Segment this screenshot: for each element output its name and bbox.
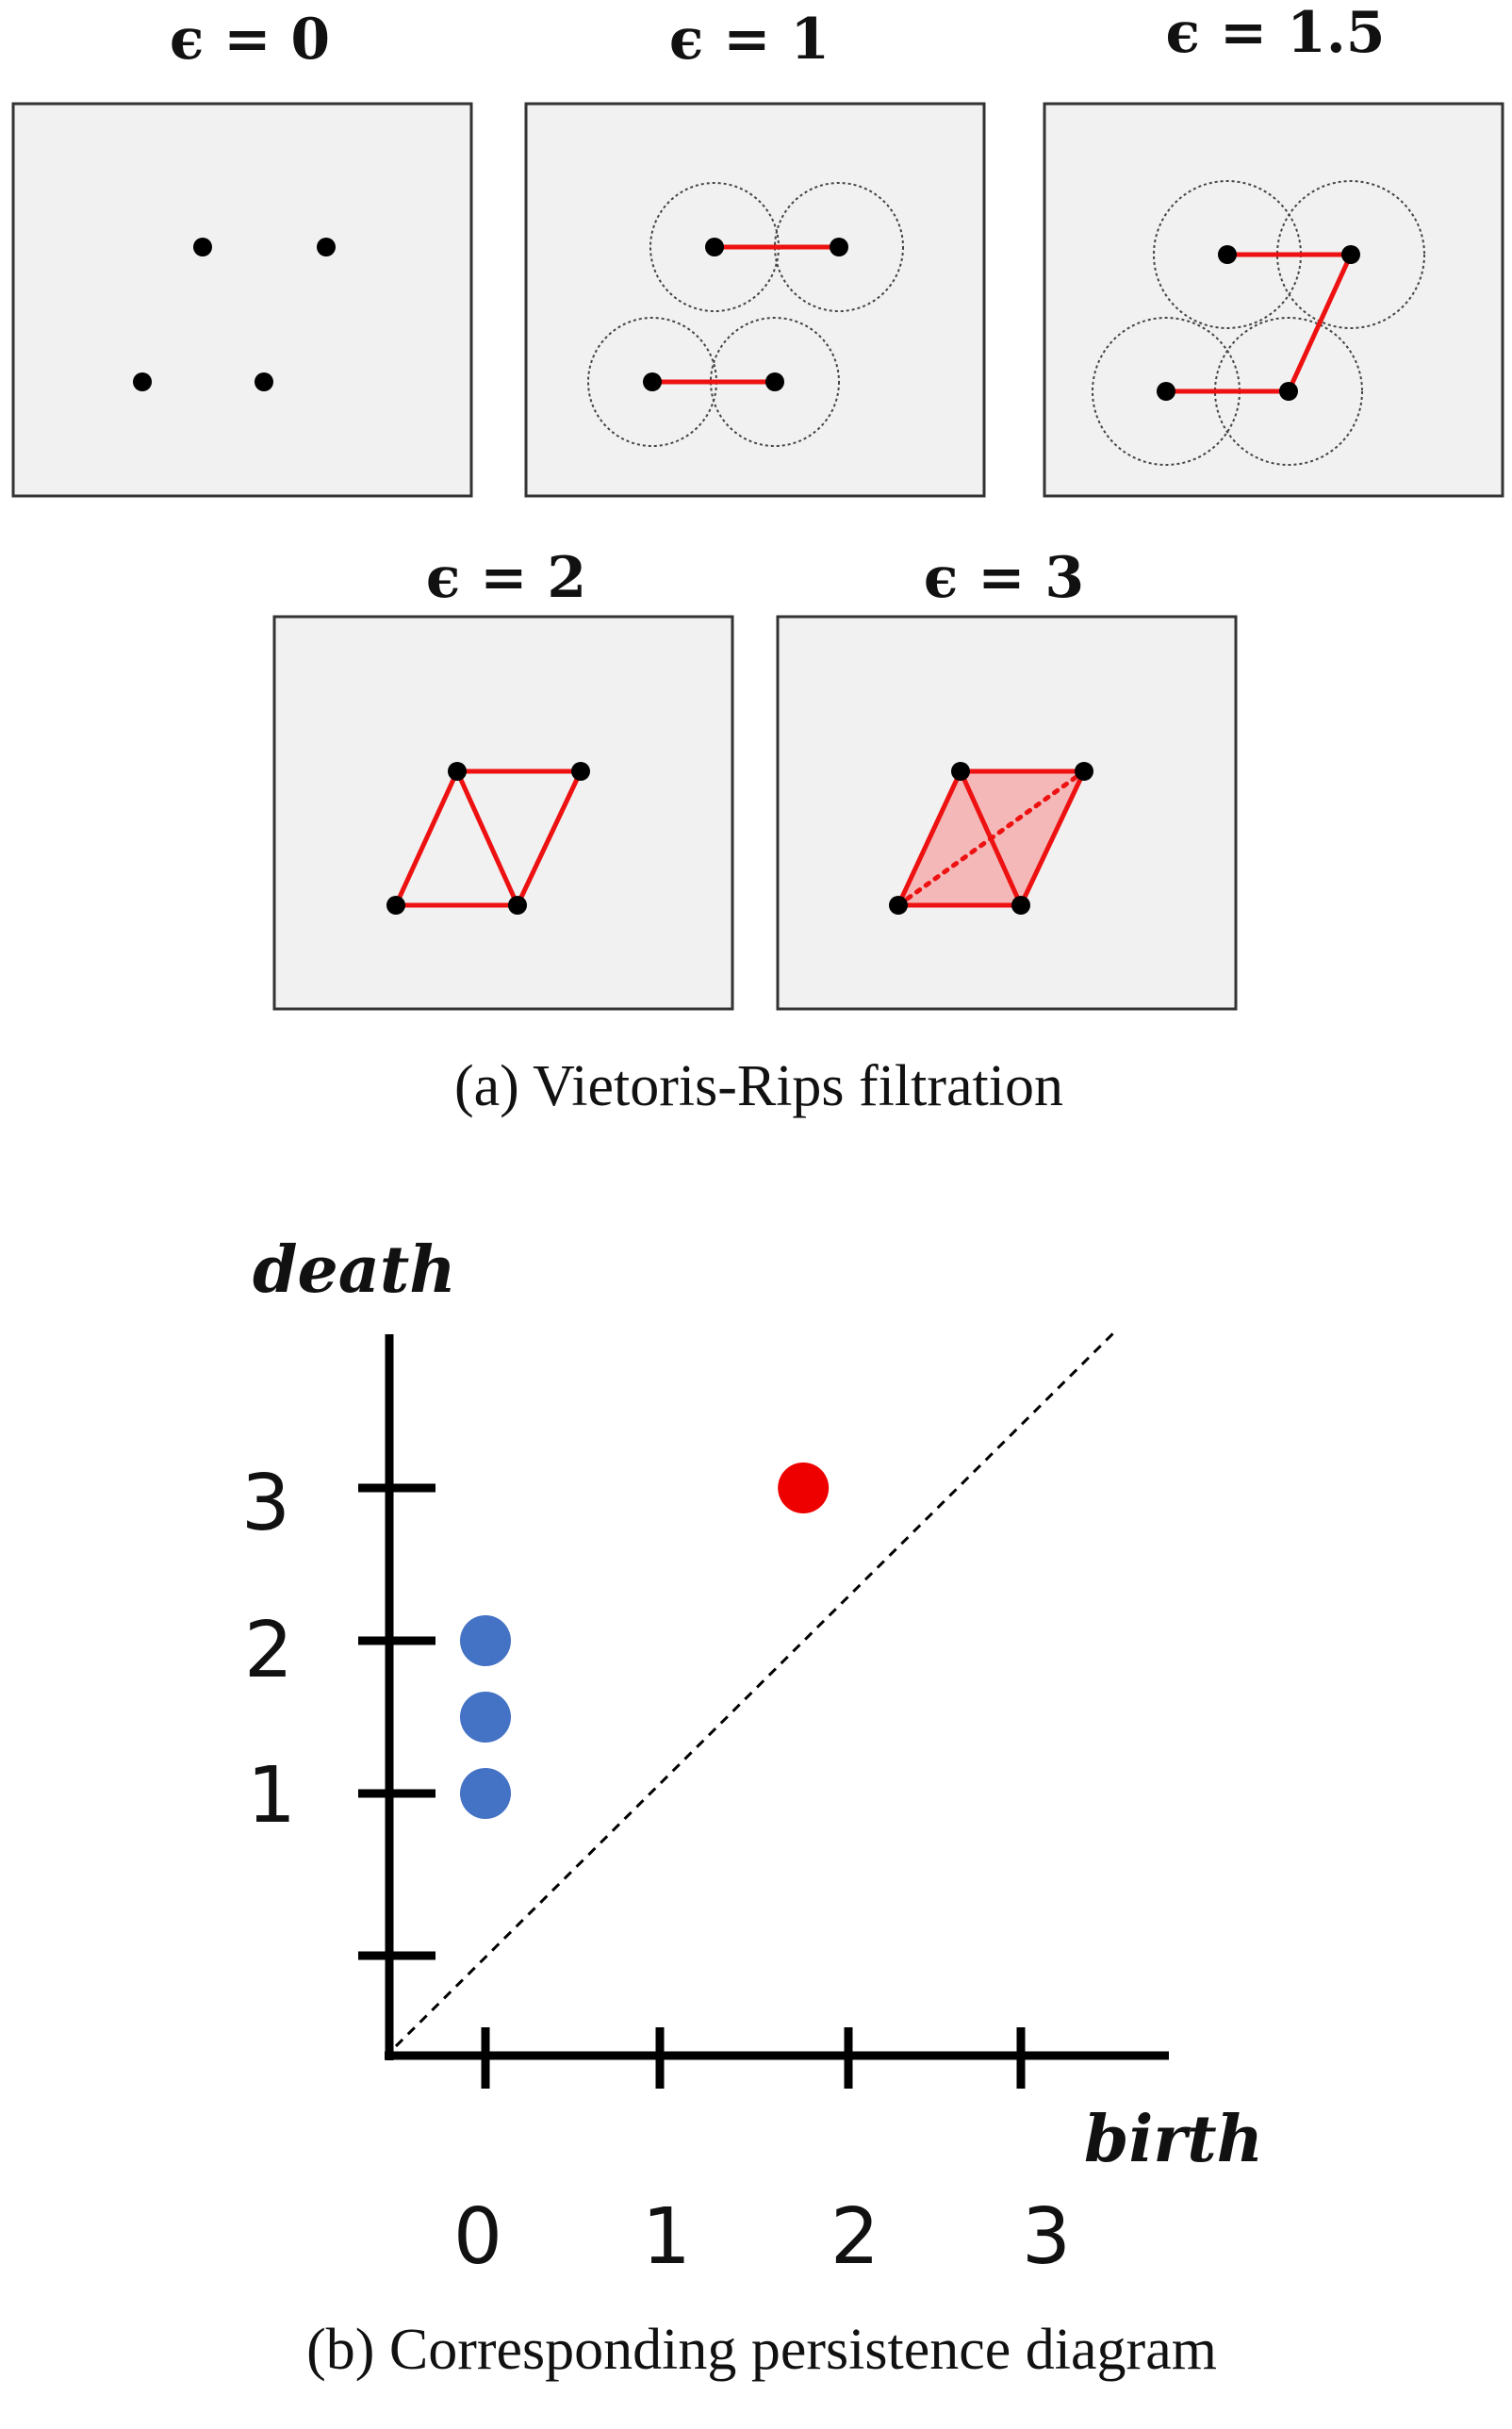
vertex xyxy=(386,896,405,915)
panel-title: ϵ = 0 xyxy=(170,7,330,73)
epsilon-ball xyxy=(774,182,904,312)
x-axis-title: birth xyxy=(1084,2102,1263,2177)
vertex xyxy=(133,372,152,391)
edge xyxy=(896,768,963,908)
edge xyxy=(454,768,520,908)
vertex xyxy=(643,372,662,391)
vertex xyxy=(1279,382,1298,401)
y-tick-label: 3 xyxy=(241,1459,290,1548)
epsilon-ball xyxy=(1276,180,1425,329)
epsilon-ball xyxy=(710,317,840,447)
filtration-panel-eps-2: ϵ = 2 xyxy=(272,545,734,1011)
vertex xyxy=(508,896,527,915)
panel-title: ϵ = 1 xyxy=(669,7,830,73)
vertex xyxy=(255,372,273,391)
h0-point xyxy=(460,1768,511,1819)
vertex xyxy=(571,762,590,781)
edge xyxy=(515,768,583,908)
y-axis-title: death xyxy=(253,1232,456,1308)
vertex xyxy=(1157,382,1175,401)
panel-title: ϵ = 1.5 xyxy=(1166,0,1386,66)
x-tick-label: 2 xyxy=(830,2192,879,2282)
h1-point xyxy=(778,1462,830,1513)
h0-point xyxy=(460,1692,511,1743)
persistence-marks: 0 1 2 3 1 2 3 xyxy=(241,1328,1119,2282)
panel-frame xyxy=(11,102,473,498)
edge xyxy=(1018,768,1087,908)
filtration-panel-eps-1: ϵ = 1 xyxy=(524,7,986,498)
vertex xyxy=(951,762,970,781)
panel-title: ϵ = 3 xyxy=(924,545,1084,611)
x-tick-label: 1 xyxy=(642,2192,691,2282)
filtration-panel-eps-1-5: ϵ = 1.5 xyxy=(1043,0,1504,498)
vertex xyxy=(317,238,336,256)
y-tick-label: 1 xyxy=(247,1751,296,1841)
x-tick-label: 0 xyxy=(453,2192,502,2282)
h0-point xyxy=(460,1615,511,1666)
persistence-diagram: death birth 0 1 2 3 1 2 3 xyxy=(241,1232,1263,2282)
vertex xyxy=(1218,245,1237,264)
panel-title: ϵ = 2 xyxy=(426,545,586,611)
filtration-panel-eps-0: ϵ = 0 xyxy=(11,7,473,498)
x-tick-label: 3 xyxy=(1022,2192,1071,2282)
panel-frame xyxy=(1043,102,1504,498)
vertex xyxy=(1341,245,1360,264)
diagonal-line xyxy=(394,1328,1119,2048)
vertex xyxy=(889,896,908,915)
vertex xyxy=(193,238,212,256)
dotted-edge xyxy=(896,768,1087,908)
caption-b: (b) Corresponding persistence diagram xyxy=(306,2318,1217,2382)
edge xyxy=(393,768,460,908)
vertex xyxy=(448,762,467,781)
vertex xyxy=(765,372,784,391)
filtration-panel-eps-3: ϵ = 3 xyxy=(776,545,1238,1011)
vertex xyxy=(1011,896,1030,915)
edge xyxy=(1286,252,1354,394)
epsilon-ball xyxy=(1214,317,1363,466)
y-tick-label: 2 xyxy=(244,1606,293,1695)
caption-a: (a) Vietoris-Rips filtration xyxy=(454,1054,1063,1118)
vertex xyxy=(1075,762,1093,781)
vertex xyxy=(830,238,848,256)
vertex xyxy=(705,238,724,256)
panel-frame xyxy=(272,615,734,1011)
panel-frame xyxy=(524,102,986,498)
